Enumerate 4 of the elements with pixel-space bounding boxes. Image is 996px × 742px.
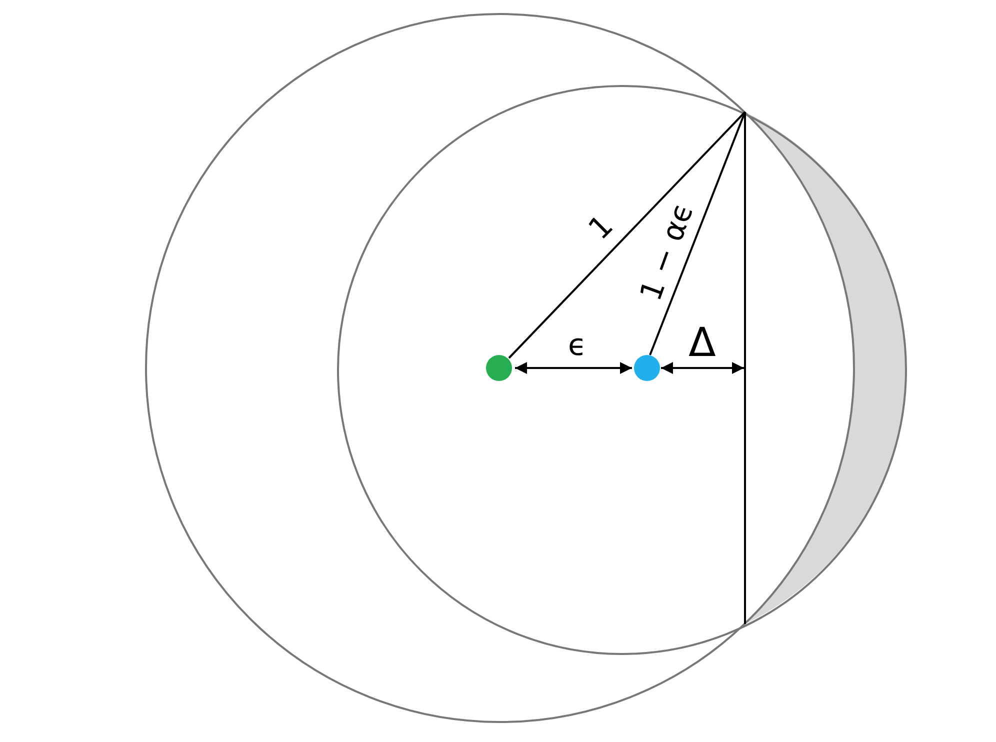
measure-label: Δ	[688, 323, 716, 363]
measure-label: 1	[584, 210, 618, 246]
measure-label: ϵ	[568, 331, 586, 361]
measure-label: 1 − αϵ	[636, 199, 700, 305]
